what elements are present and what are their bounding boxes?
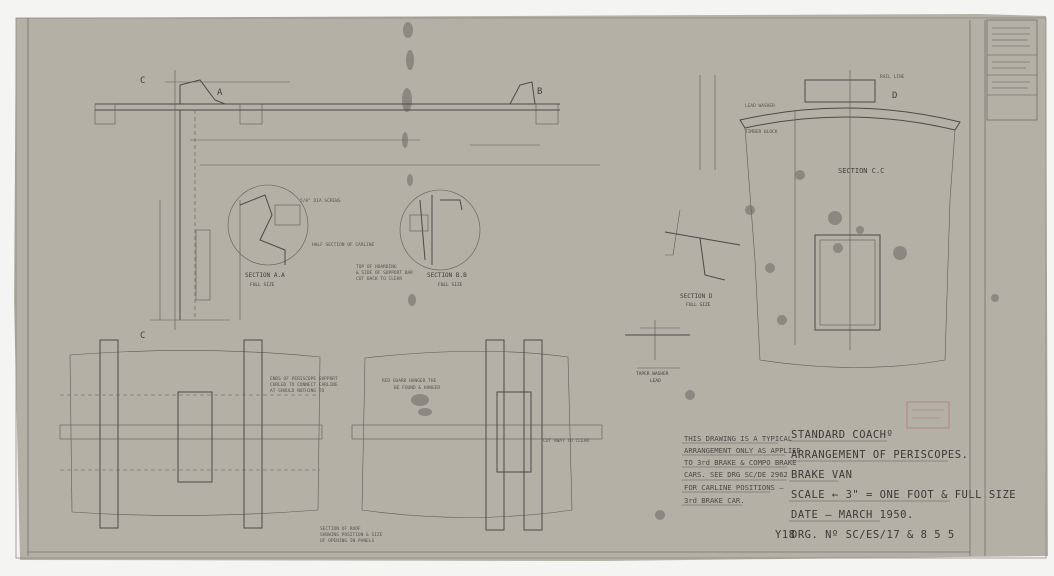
section-aa-detail: 5/8" DIA SCREWS HALF SECTION OF CARLINE bbox=[227, 184, 375, 266]
svg-text:5/8" DIA SCREWS: 5/8" DIA SCREWS bbox=[300, 198, 341, 204]
svg-text:ENDS OF PERISCOPE SUPPORT: ENDS OF PERISCOPE SUPPORT bbox=[270, 376, 338, 382]
revision-box bbox=[986, 19, 1038, 121]
drawing-number: DRG. Nº SC/ES/17 & 8 5 5 bbox=[791, 529, 955, 541]
note-line: ARRANGEMENT ONLY AS APPLIED bbox=[684, 446, 801, 455]
section-bb-detail: TOP OF HOARDING & SIDE OF SUPPORT BAR CU… bbox=[356, 189, 481, 282]
section-cc-view: LEAD WASHER TIMBER BLOCK RAIL LINE bbox=[655, 70, 999, 520]
roof-elevation-view bbox=[94, 70, 600, 330]
svg-text:CUT BACK TO CLEAR: CUT BACK TO CLEAR bbox=[356, 276, 402, 282]
title-line-3: BRAKE VAN bbox=[791, 469, 852, 481]
section-aa-label: SECTION A.A bbox=[245, 272, 285, 279]
title-line-1: STANDARD COACHº bbox=[791, 429, 893, 441]
scale-text: SCALE ← 3" = ONE FOOT & FULL SIZE bbox=[791, 489, 1016, 501]
roof-plan-left: ENDS OF PERISCOPE SUPPORT CURLED TO CONN… bbox=[59, 339, 338, 529]
marker-c-top: C bbox=[140, 76, 145, 86]
section-cc-label: SECTION C.C bbox=[838, 167, 884, 175]
general-note: THIS DRAWING IS A TYPICAL ARRANGEMENT ON… bbox=[682, 434, 801, 506]
section-d-detail bbox=[664, 209, 741, 281]
section-d-label: SECTION D bbox=[680, 293, 713, 300]
section-d-scale: FULL SIZE bbox=[686, 302, 711, 308]
svg-text:LEAD WASHER: LEAD WASHER bbox=[745, 103, 775, 109]
svg-text:OF OPENING IN PANELS: OF OPENING IN PANELS bbox=[320, 538, 374, 544]
svg-text:CUT AWAY TO CLEAR: CUT AWAY TO CLEAR bbox=[543, 438, 589, 444]
taper-washer-material: LEAD bbox=[650, 378, 661, 384]
svg-text:HALF SECTION OF CARLINE: HALF SECTION OF CARLINE bbox=[312, 242, 375, 248]
title-line-2: ARRANGEMENT OF PERISCOPES. bbox=[791, 449, 968, 461]
svg-text:BE FOUND & HANGER: BE FOUND & HANGER bbox=[394, 385, 440, 391]
marker-c-bottom: C bbox=[140, 331, 145, 341]
section-aa-scale: FULL SIZE bbox=[250, 282, 275, 288]
roof-plan-right: RED GUARD HANGER THE BE FOUND & HANGER C… bbox=[320, 339, 603, 544]
note-line: CARS. SEE DRG SC/DE 2962 bbox=[684, 470, 788, 479]
svg-text:CURLED TO CONNECT CARLINE: CURLED TO CONNECT CARLINE bbox=[270, 382, 338, 388]
note-line: TO 3rd BRAKE & COMPO BRAKE bbox=[684, 458, 797, 467]
svg-text:& SIDE OF SUPPORT BAR: & SIDE OF SUPPORT BAR bbox=[356, 270, 413, 276]
svg-text:TOP OF HOARDING: TOP OF HOARDING bbox=[356, 264, 397, 270]
svg-text:TIMBER BLOCK: TIMBER BLOCK bbox=[745, 129, 778, 135]
note-line: THIS DRAWING IS A TYPICAL bbox=[684, 434, 792, 443]
marker-a: A bbox=[217, 88, 223, 98]
svg-text:RED GUARD HANGER THE: RED GUARD HANGER THE bbox=[382, 378, 436, 384]
note-line: 3rd BRAKE CAR. bbox=[684, 496, 745, 505]
stamp bbox=[906, 401, 950, 429]
drawing-prefix: Y18 bbox=[775, 529, 795, 541]
svg-text:SHOWING POSITION & SIZE: SHOWING POSITION & SIZE bbox=[320, 532, 383, 538]
marker-b: B bbox=[537, 87, 542, 97]
taper-washer-label: TAPER WASHER bbox=[636, 371, 669, 377]
svg-text:AT SHOULD NOTHING TO: AT SHOULD NOTHING TO bbox=[270, 388, 324, 394]
marker-d: D bbox=[892, 91, 897, 101]
svg-text:RAIL LINE: RAIL LINE bbox=[880, 74, 905, 80]
taper-washer-detail bbox=[625, 320, 690, 369]
paper-sheet bbox=[14, 14, 1048, 561]
note-line: FOR CARLINE POSITIONS — bbox=[684, 483, 784, 492]
title-block: STANDARD COACHº ARRANGEMENT OF PERISCOPE… bbox=[775, 429, 1016, 541]
date-text: DATE — MARCH 1950. bbox=[791, 509, 914, 521]
section-bb-scale: FULL SIZE bbox=[438, 282, 463, 288]
section-bb-label: SECTION B.B bbox=[427, 272, 467, 279]
svg-text:SECTION OF ROOF: SECTION OF ROOF bbox=[320, 526, 361, 532]
